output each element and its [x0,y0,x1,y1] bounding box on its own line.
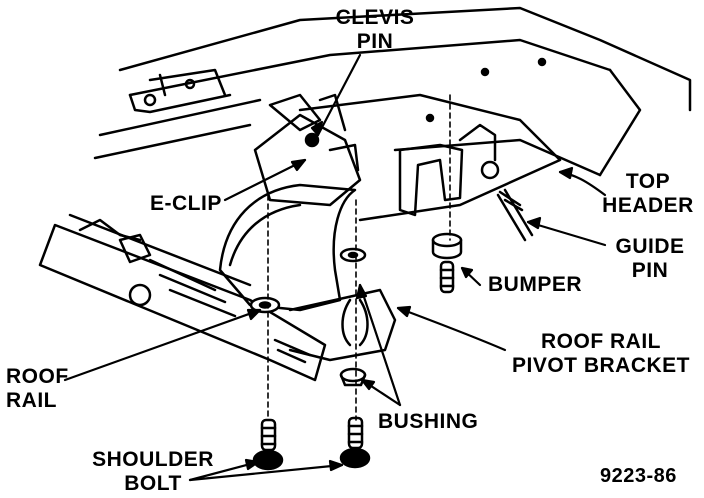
shoulder-bolt-label: SHOULDER BOLT [92,448,214,495]
roof-rail-pivot-bracket-label: ROOF RAIL PIVOT BRACKET [511,330,690,377]
leader-lines [63,53,607,482]
guide-pin-label: GUIDE PIN [615,235,685,282]
clevis-pin-label: CLEVIS PIN [335,6,415,53]
guide-bracket [398,123,534,242]
shoulder-bolts [252,416,371,471]
bushing-label: BUSHING [378,410,479,433]
roof-rail-part [38,213,327,382]
hinge-assembly [253,93,362,207]
e-clip-label: E-CLIP [150,192,222,215]
roof-rail-label: ROOF RAIL [6,365,69,412]
top-header-frame [93,6,692,222]
bumper-part [431,232,463,294]
assembly-center-lines [267,94,451,421]
figure-number: 9223-86 [600,465,677,487]
top-header-label: TOP HEADER [602,170,694,217]
bumper-label: BUMPER [488,273,583,296]
